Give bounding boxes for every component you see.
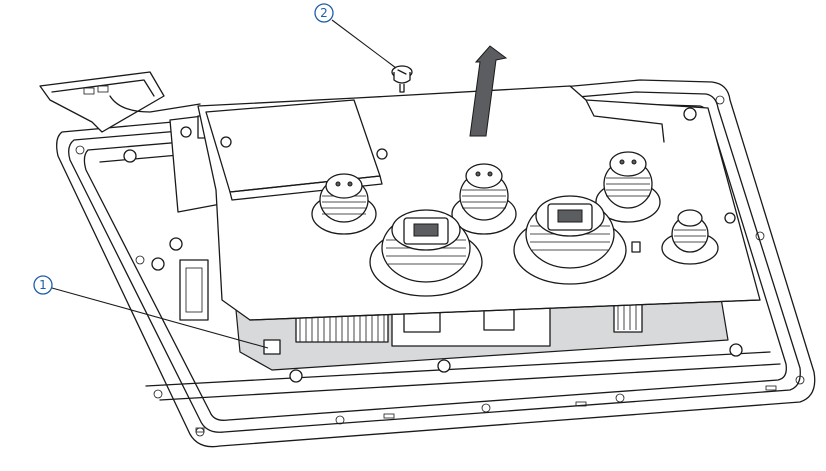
screw-icon bbox=[391, 65, 413, 93]
connector-m12-left bbox=[311, 173, 377, 235]
arrow-up-icon bbox=[469, 45, 508, 137]
connector-m12-middle bbox=[451, 163, 517, 235]
connector-m8-right bbox=[661, 209, 719, 265]
connectors bbox=[311, 151, 719, 297]
bracket bbox=[39, 71, 201, 133]
callout-2-label: 2 bbox=[320, 6, 328, 20]
connector-m12-right bbox=[595, 151, 661, 223]
callout-2: 2 bbox=[314, 3, 397, 69]
callout-1-label: 1 bbox=[39, 278, 47, 292]
connector-rj45-right bbox=[513, 195, 627, 285]
connector-rj45-left bbox=[369, 209, 483, 297]
callout-1: 1 bbox=[33, 275, 269, 349]
